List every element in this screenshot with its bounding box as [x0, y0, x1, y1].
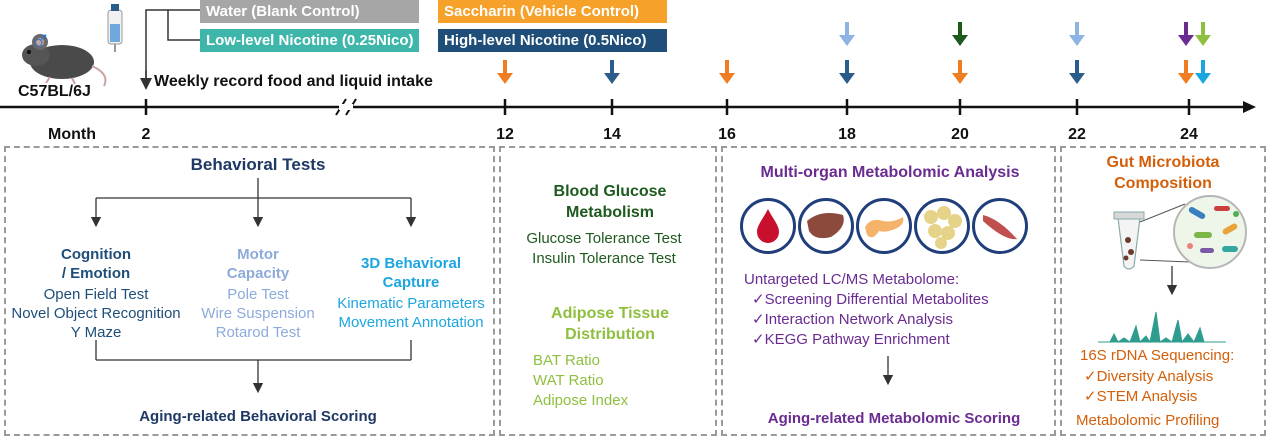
physiology-panel [499, 146, 717, 436]
timepoint-arrow [1195, 22, 1211, 46]
adipose-item: Adipose Index [533, 392, 629, 409]
microbiota-title-2: Composition [1114, 175, 1212, 192]
microbiota-subtitle: 16S rDNA Sequencing: [1080, 347, 1235, 364]
timepoint-arrow [604, 60, 620, 84]
mouse-icon [22, 34, 107, 87]
microbiota-panel [1060, 146, 1266, 436]
cognition-title-1: Cognition [61, 246, 131, 263]
timeline-tick-label: 14 [603, 126, 621, 143]
cognition-item: Open Field Test [43, 286, 149, 303]
timepoint-arrow [1069, 60, 1085, 84]
adipose-item: WAT Ratio [533, 372, 604, 389]
timeline-tick-label: 12 [496, 126, 514, 143]
capture-item: Movement Annotation [338, 314, 484, 331]
pancreas-icon [856, 198, 912, 254]
timeline-axis-label: Month [48, 126, 96, 143]
capture-title-1: 3D Behavioral [360, 255, 462, 272]
blood-icon [740, 198, 796, 254]
metabolomic-item: ✓Screening Differential Metabolites [752, 291, 989, 308]
capture-item: Kinematic Parameters [337, 295, 485, 312]
sample-tube-icon [1113, 211, 1145, 270]
cognition-item: Y Maze [70, 324, 122, 341]
timeline-tick-label: 2 [141, 126, 151, 143]
timeline-tick-label: 22 [1068, 126, 1086, 143]
timepoint-arrow [719, 60, 735, 84]
low-nicotine-group-label: Low-level Nicotine (0.25Nico) [200, 29, 419, 52]
metabolomic-subtitle: Untargeted LC/MS Metabolome: [744, 271, 960, 288]
microbiota-title-1: Gut Microbiota [1106, 154, 1220, 171]
timeline-tick-label: 16 [718, 126, 736, 143]
cognition-item: Novel Object Recognition [11, 305, 181, 322]
microbiota-zoom-icon [1139, 195, 1247, 269]
glucose-title-1: Blood Glucose [553, 183, 667, 200]
adipose-title-2: Distribution [565, 326, 655, 343]
microbiota-item: ✓Diversity Analysis [1084, 368, 1214, 385]
motor-title-2: Capacity [226, 265, 290, 282]
timeline-axis [0, 98, 1256, 116]
high-nicotine-group-label: High-level Nicotine (0.5Nico) [438, 29, 667, 52]
sequencing-spectrum-icon [1098, 311, 1226, 344]
motor-title-1: Motor [237, 246, 279, 263]
behavior-title: Behavioral Tests [190, 155, 326, 174]
adipose-item: BAT Ratio [533, 352, 600, 369]
timeline-ticks [144, 99, 1191, 115]
timepoint-arrow [497, 60, 513, 84]
cognition-title-2: / Emotion [61, 265, 131, 282]
group-bracket [145, 9, 200, 80]
motor-item: Wire Suspension [201, 305, 315, 322]
timepoint-arrow [1178, 22, 1194, 46]
water-bottle-icon [107, 4, 123, 52]
metabolomic-scoring: Aging-related Metabolomic Scoring [767, 410, 1021, 427]
motor-item: Pole Test [227, 286, 289, 303]
timepoint-arrow [1195, 60, 1211, 84]
timepoint-arrow [839, 22, 855, 46]
timeline-tick-label: 24 [1180, 126, 1198, 143]
timepoint-arrows [497, 22, 1211, 84]
strain-label: C57BL/6J [18, 83, 91, 100]
glucose-item: Glucose Tolerance Test [526, 230, 682, 247]
timeline-tick-label: 18 [838, 126, 856, 143]
glucose-title-2: Metabolism [565, 204, 655, 221]
timepoint-arrow [1178, 60, 1194, 84]
metabolomic-item: ✓KEGG Pathway Enrichment [752, 331, 950, 348]
saccharin-group-label: Saccharin (Vehicle Control) [438, 0, 667, 23]
capture-title-2: Capture [382, 274, 440, 291]
fat-icon [914, 198, 970, 254]
metabolomic-item: ✓Interaction Network Analysis [752, 311, 953, 328]
muscle-icon [972, 198, 1028, 254]
timeline-tick-label: 20 [951, 126, 969, 143]
behavior-panel [4, 146, 495, 436]
metabolomic-panel [721, 146, 1056, 436]
glucose-item: Insulin Tolerance Test [532, 250, 676, 267]
timepoint-arrow [1069, 22, 1085, 46]
timepoint-arrow [952, 60, 968, 84]
male-symbol: ♂ [30, 24, 51, 55]
metabolomic-title: Multi-organ Metabolomic Analysis [760, 164, 1020, 181]
timepoint-arrow [839, 60, 855, 84]
adipose-title-1: Adipose Tissue [551, 305, 669, 322]
behavior-scoring: Aging-related Behavioral Scoring [139, 408, 377, 425]
liver-icon [798, 198, 854, 254]
timepoint-arrow [952, 22, 968, 46]
behavior-tree [90, 178, 417, 394]
motor-item: Rotarod Test [215, 324, 301, 341]
weekly-note: Weekly record food and liquid intake [154, 73, 433, 90]
microbiota-item: ✓STEM Analysis [1084, 388, 1198, 405]
metabolomic-profiling: Metabolomic Profiling [1076, 412, 1220, 429]
water-group-label: Water (Blank Control) [200, 0, 419, 23]
